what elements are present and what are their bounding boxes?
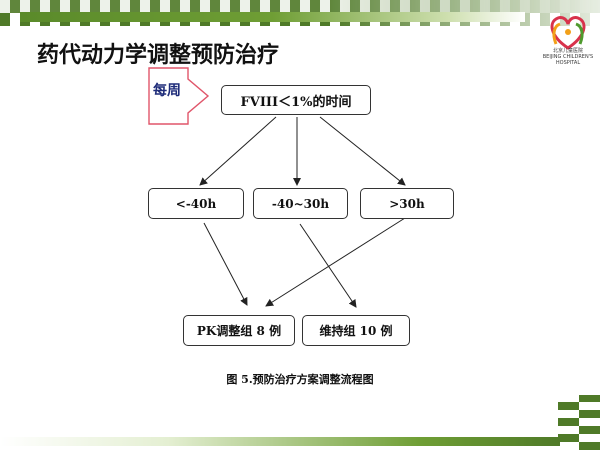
decorative-green-band <box>20 12 525 22</box>
weekly-callout-arrow <box>148 67 210 125</box>
node-branch-40-30h: -40~30h <box>253 188 348 219</box>
node-branch-gt30h: >30h <box>360 188 454 219</box>
connector-lt40-to-pk <box>203 222 248 306</box>
node-branch-lt40h: <-40h <box>148 188 244 219</box>
connector-40-30-to-maintain <box>299 223 357 308</box>
hospital-logo-text: 北京儿童医院 BEIJING CHILDREN'S HOSPITAL <box>542 48 594 66</box>
connector-main-to-lt40 <box>199 116 277 186</box>
weekly-callout-label: 每周 <box>153 83 181 99</box>
decorative-checker-strip-right <box>558 395 600 450</box>
node-maintain-group: 维持组 10 例 <box>302 315 410 346</box>
node-pk-adjust-group: PK调整组 8 例 <box>183 315 295 346</box>
figure-caption: 图 5.预防治疗方案调整流程图 <box>226 373 374 386</box>
connector-gt30-to-pk <box>265 217 406 307</box>
decorative-bottom-band <box>0 437 560 446</box>
slide-title: 药代动力学调整预防治疗 <box>37 43 280 68</box>
node-fviii-time: FVIII＜1%的时间 <box>221 85 371 115</box>
connector-main-to-gt30 <box>319 116 406 186</box>
hospital-logo <box>550 16 586 50</box>
